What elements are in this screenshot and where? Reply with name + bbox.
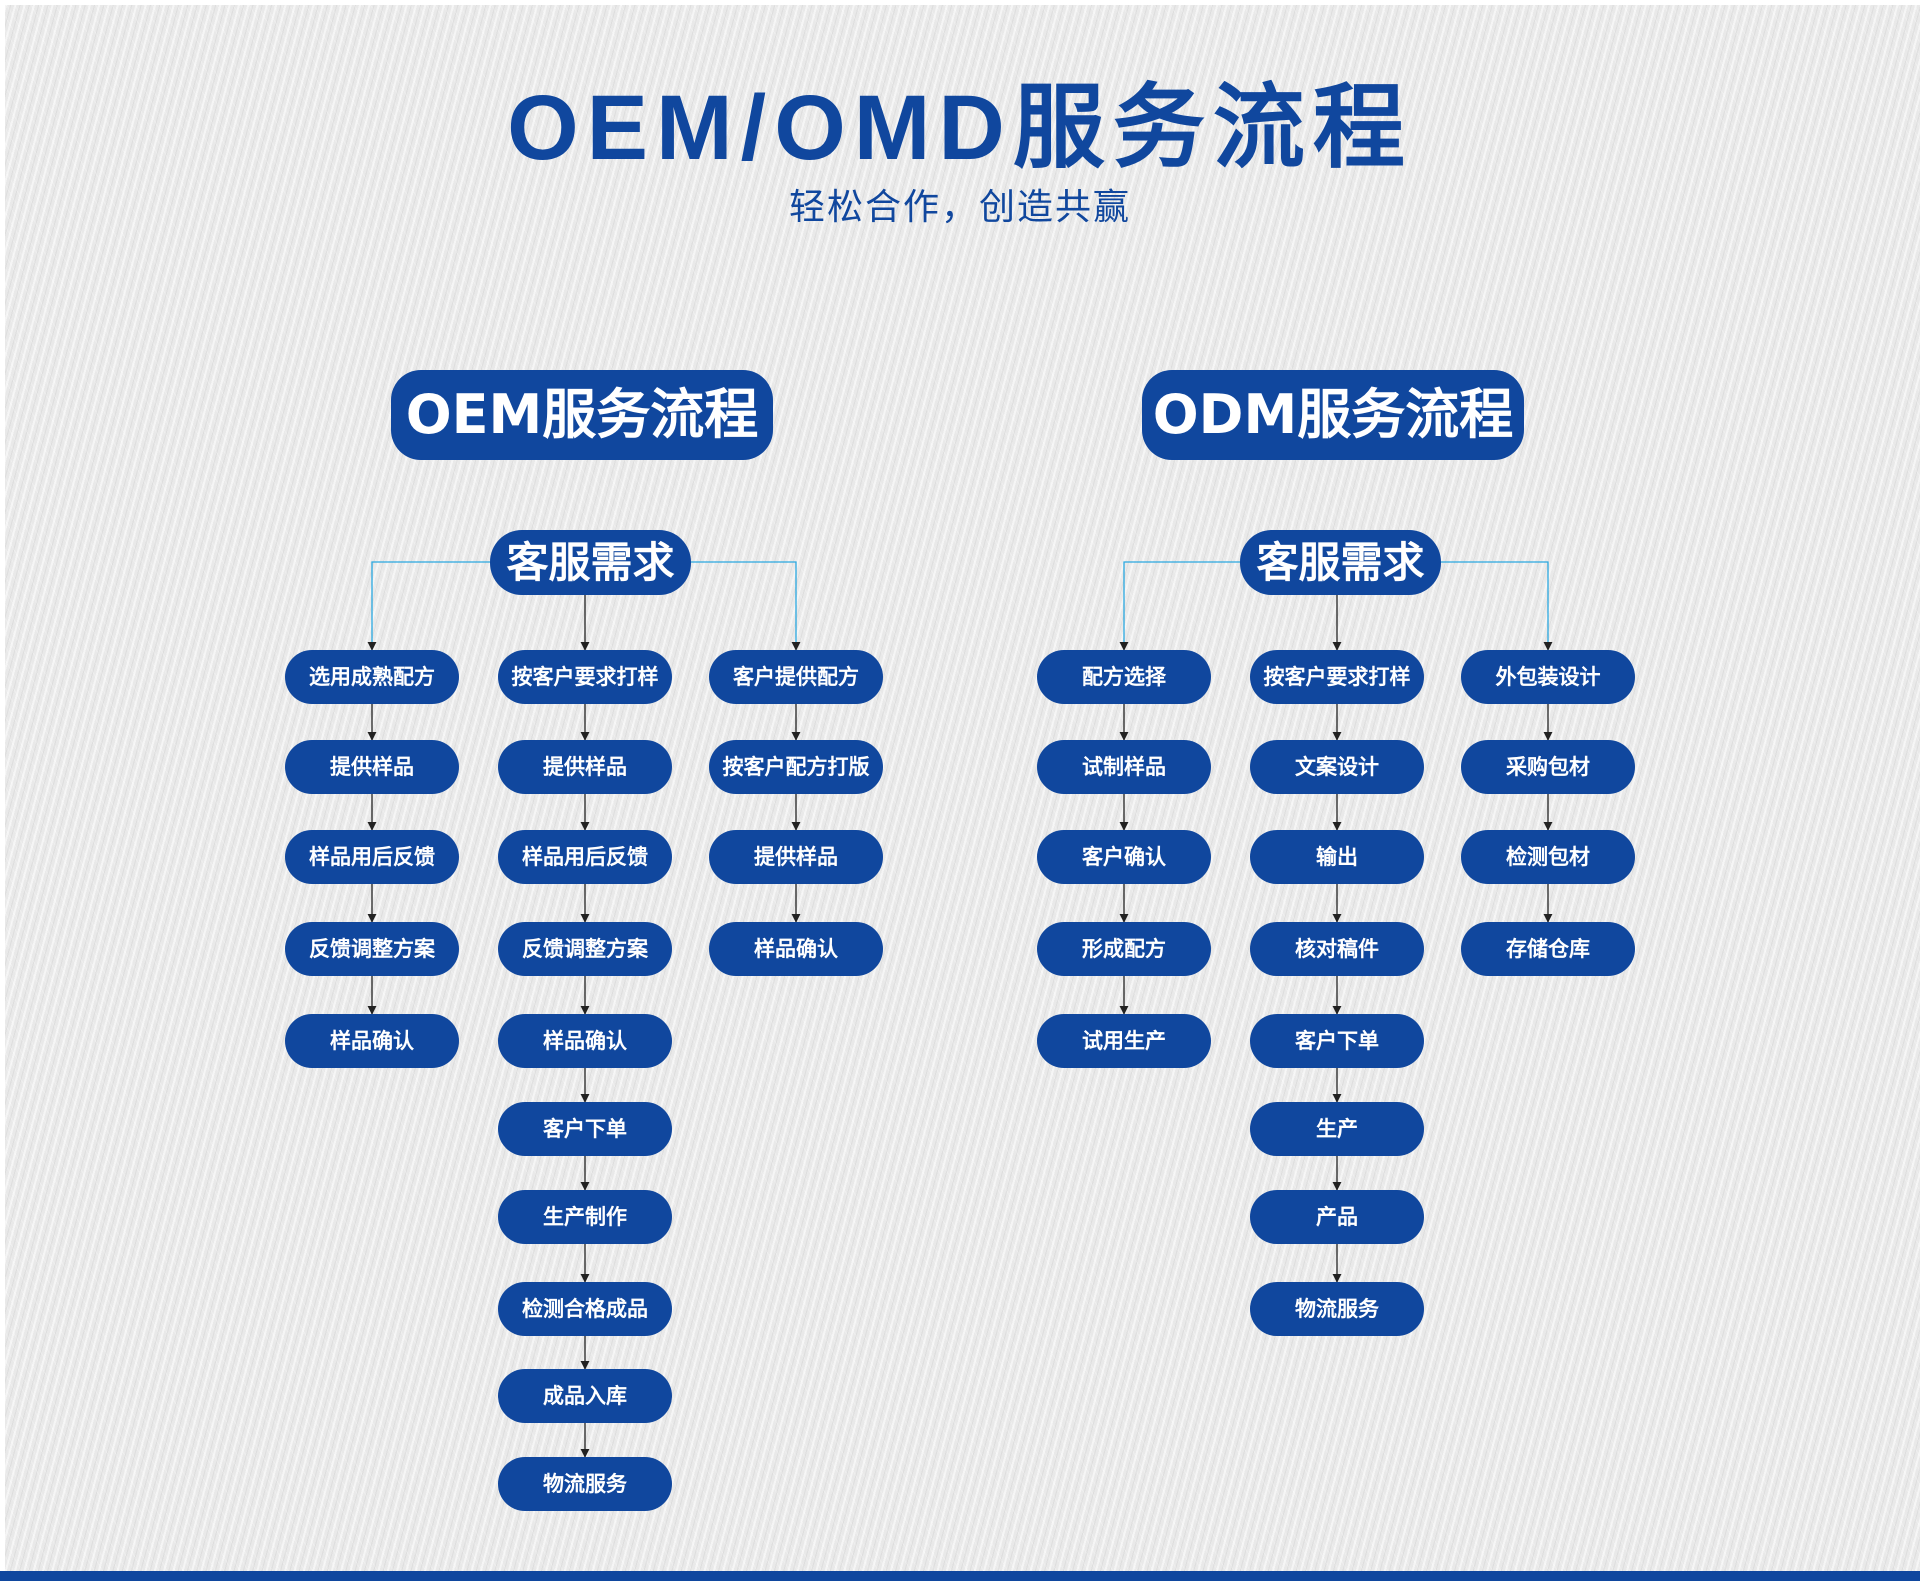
oem-branch-right-arrow bbox=[691, 561, 801, 651]
oem-step-node: 客户提供配方 bbox=[709, 650, 883, 704]
oem-step-node: 提供样品 bbox=[498, 740, 672, 794]
odm-step-node: 配方选择 bbox=[1037, 650, 1211, 704]
odm-step-node: 核对稿件 bbox=[1250, 922, 1424, 976]
odm-step-node: 按客户要求打样 bbox=[1250, 650, 1424, 704]
odm-section-header: ODM服务流程 bbox=[1142, 370, 1524, 460]
odm-branch-left-arrow bbox=[1119, 561, 1240, 651]
odm-branch-right-arrow bbox=[1441, 561, 1553, 651]
odm-step-node: 外包装设计 bbox=[1461, 650, 1635, 704]
oem-step-node: 生产制作 bbox=[498, 1190, 672, 1244]
odm-root-node: 客服需求 bbox=[1240, 530, 1441, 595]
odm-step-node: 客户下单 bbox=[1250, 1014, 1424, 1068]
odm-step-node: 产品 bbox=[1250, 1190, 1424, 1244]
odm-step-node: 试用生产 bbox=[1037, 1014, 1211, 1068]
oem-step-node: 选用成熟配方 bbox=[285, 650, 459, 704]
oem-step-node: 成品入库 bbox=[498, 1369, 672, 1423]
oem-section-header: OEM服务流程 bbox=[391, 370, 773, 460]
odm-step-node: 生产 bbox=[1250, 1102, 1424, 1156]
odm-step-node: 检测包材 bbox=[1461, 830, 1635, 884]
oem-step-node: 检测合格成品 bbox=[498, 1282, 672, 1336]
page-title: OEM/OMD服务流程 bbox=[507, 77, 1413, 179]
odm-step-node: 试制样品 bbox=[1037, 740, 1211, 794]
oem-root-node: 客服需求 bbox=[490, 530, 691, 595]
oem-step-node: 按客户要求打样 bbox=[498, 650, 672, 704]
bottom-bar bbox=[0, 1571, 1920, 1581]
odm-step-node: 存储仓库 bbox=[1461, 922, 1635, 976]
odm-step-node: 物流服务 bbox=[1250, 1282, 1424, 1336]
oem-step-node: 样品用后反馈 bbox=[285, 830, 459, 884]
oem-step-node: 提供样品 bbox=[709, 830, 883, 884]
odm-step-node: 输出 bbox=[1250, 830, 1424, 884]
oem-step-node: 物流服务 bbox=[498, 1457, 672, 1511]
odm-step-node: 形成配方 bbox=[1037, 922, 1211, 976]
oem-step-node: 按客户配方打版 bbox=[709, 740, 883, 794]
odm-step-node: 客户确认 bbox=[1037, 830, 1211, 884]
oem-step-node: 样品确认 bbox=[709, 922, 883, 976]
oem-step-node: 样品用后反馈 bbox=[498, 830, 672, 884]
oem-branch-left-arrow bbox=[367, 561, 490, 651]
oem-step-node: 反馈调整方案 bbox=[285, 922, 459, 976]
oem-step-node: 样品确认 bbox=[498, 1014, 672, 1068]
page-subtitle: 轻松合作，创造共赢 bbox=[788, 187, 1131, 228]
oem-step-node: 反馈调整方案 bbox=[498, 922, 672, 976]
odm-step-node: 文案设计 bbox=[1250, 740, 1424, 794]
oem-step-node: 客户下单 bbox=[498, 1102, 672, 1156]
oem-step-node: 样品确认 bbox=[285, 1014, 459, 1068]
oem-step-node: 提供样品 bbox=[285, 740, 459, 794]
odm-step-node: 采购包材 bbox=[1461, 740, 1635, 794]
